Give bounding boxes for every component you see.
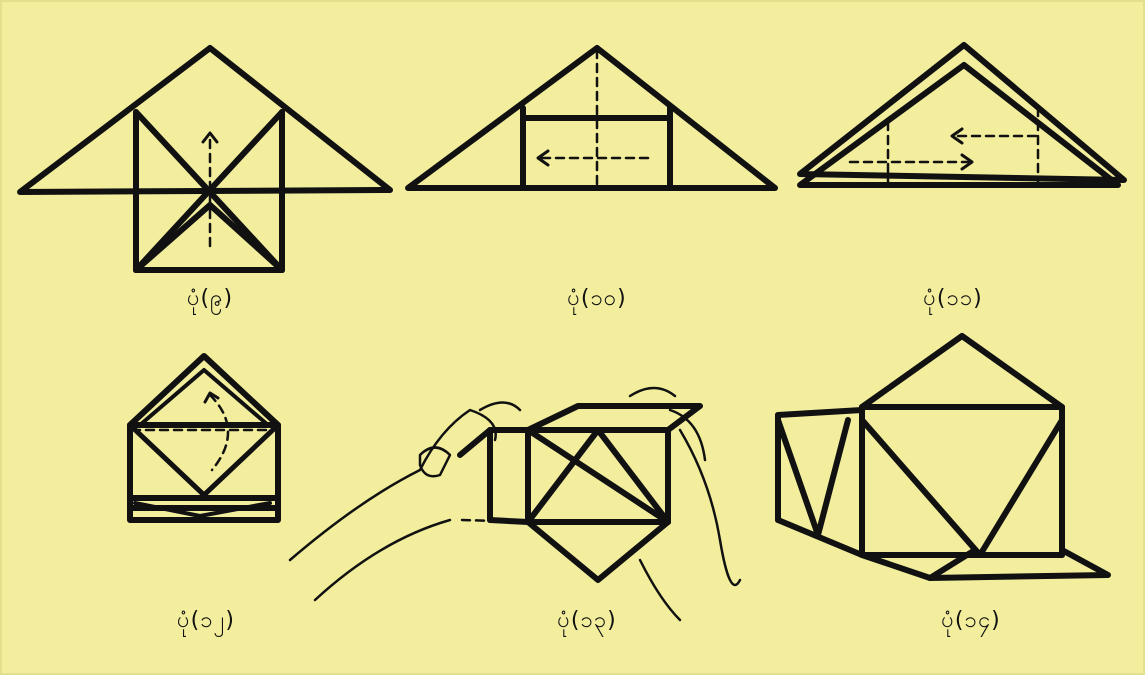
figure-10-caption: ပုံ(၁၀)	[567, 286, 627, 311]
figure-12-caption: ပုံ(၁၂)	[177, 608, 235, 633]
figure-14-caption: ပုံ(၁၄)	[941, 608, 1001, 633]
figure-13-caption: ပုံ(၁၃)	[557, 608, 617, 633]
figure-14-drawing	[775, 333, 1111, 581]
figure-9-caption: ပုံ(၉)	[186, 286, 234, 311]
figure-12-drawing	[127, 353, 281, 523]
figure-11-caption: ပုံ(၁၁)	[923, 286, 983, 311]
figure-13-drawing	[288, 386, 742, 622]
figure-11-drawing	[797, 42, 1127, 188]
figure-10-drawing	[405, 45, 778, 191]
figure-9-drawing	[17, 45, 393, 273]
